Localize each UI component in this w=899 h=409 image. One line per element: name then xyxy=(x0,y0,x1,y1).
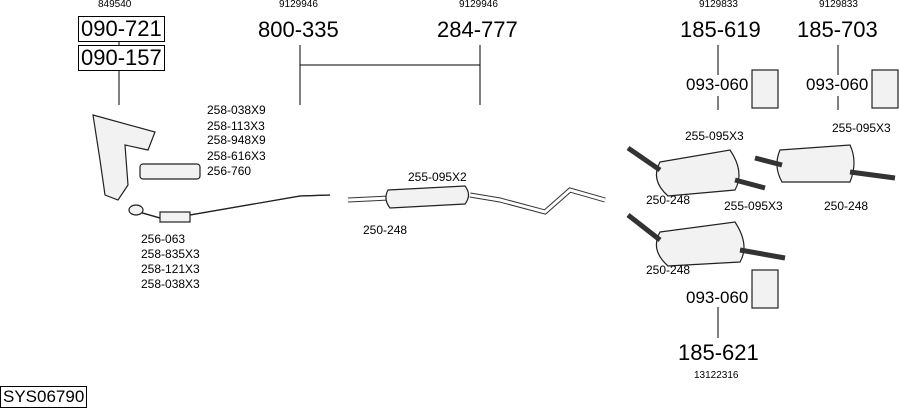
fitting-label[interactable]: 256-760 xyxy=(207,164,252,178)
manifold-catalyst-drawing xyxy=(92,114,201,201)
fitting-label[interactable]: 256-063 xyxy=(141,232,186,246)
leader-lines xyxy=(118,41,839,338)
mount-part-number[interactable]: 093-060 xyxy=(686,75,749,94)
part-number-box[interactable]: 090-157 xyxy=(78,45,165,71)
ref-number: 9129946 xyxy=(459,0,498,10)
fitting-label[interactable]: 258-948X9 xyxy=(207,133,266,147)
part-number[interactable]: 185-621 xyxy=(678,340,759,365)
fitting-label[interactable]: 258-835X3 xyxy=(141,247,200,261)
part-number[interactable]: 284-777 xyxy=(437,17,518,42)
ref-number: 13122316 xyxy=(694,370,739,381)
hanger-mount-drawings xyxy=(751,69,899,309)
fitting-label[interactable]: 255-095X3 xyxy=(685,129,744,143)
ref-number: 9129833 xyxy=(699,0,738,10)
fitting-label[interactable]: 258-113X3 xyxy=(207,119,265,133)
fitting-label[interactable]: 255-095X3 xyxy=(832,121,891,135)
ref-number: 9129833 xyxy=(819,0,858,10)
fitting-label[interactable]: 250-248 xyxy=(646,193,691,207)
fitting-label[interactable]: 255-095X2 xyxy=(408,170,467,184)
ref-number: 9129946 xyxy=(279,0,318,10)
fitting-label[interactable]: 258-038X3 xyxy=(141,277,200,291)
fitting-label[interactable]: 250-248 xyxy=(646,263,691,277)
part-number[interactable]: 800-335 xyxy=(258,17,339,42)
part-number[interactable]: 185-703 xyxy=(797,17,878,42)
part-number[interactable]: 185-619 xyxy=(680,17,761,42)
fitting-label[interactable]: 258-616X3 xyxy=(207,149,266,163)
fitting-label[interactable]: 258-038X9 xyxy=(207,103,266,117)
fitting-label[interactable]: 250-248 xyxy=(363,223,408,237)
ref-number: 849540 xyxy=(98,0,132,10)
fitting-label[interactable]: 258-121X3 xyxy=(141,262,200,276)
mount-part-number[interactable]: 093-060 xyxy=(686,288,749,307)
part-number-box[interactable]: 090-721 xyxy=(78,16,165,42)
middle-silencer-drawing xyxy=(347,185,606,215)
fitting-label[interactable]: 250-248 xyxy=(824,199,869,213)
front-pipe-drawing xyxy=(128,194,331,223)
system-code: SYS06790 xyxy=(0,386,88,408)
fitting-label[interactable]: 255-095X3 xyxy=(724,199,783,213)
rear-silencers-drawing xyxy=(626,144,896,267)
mount-part-number[interactable]: 093-060 xyxy=(806,75,869,94)
